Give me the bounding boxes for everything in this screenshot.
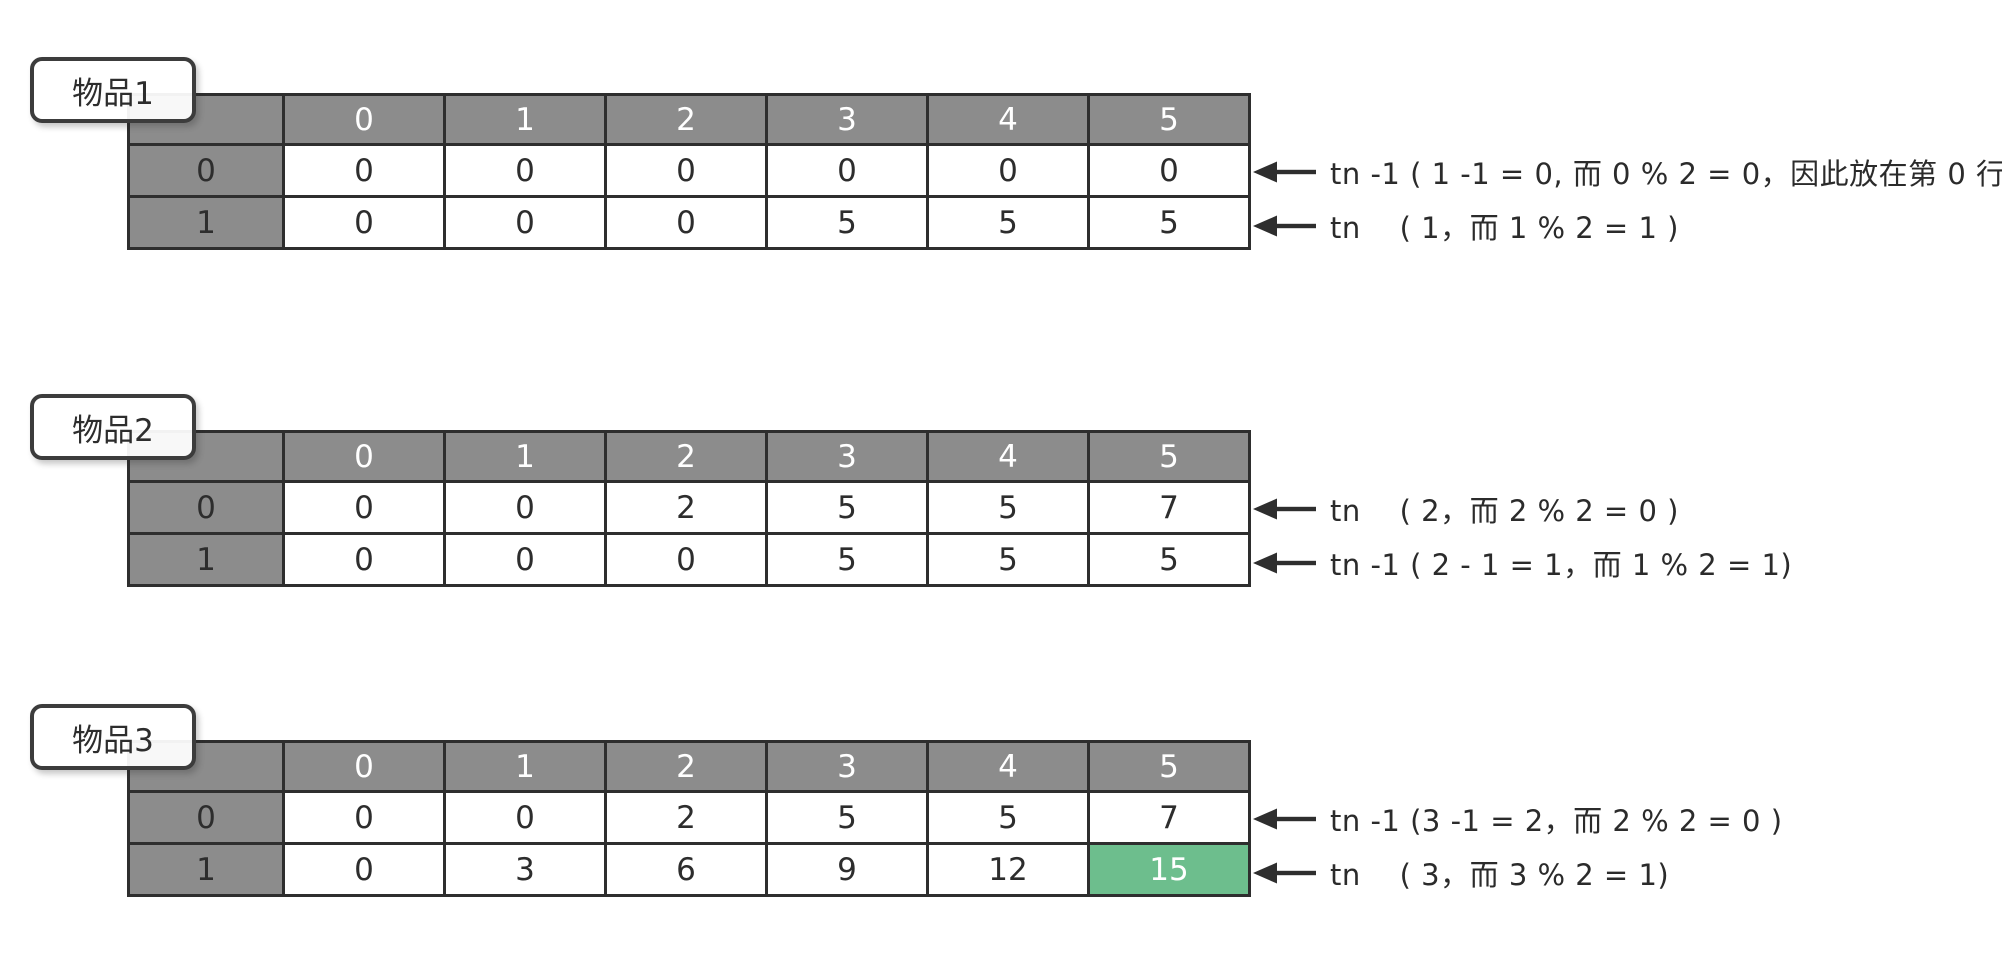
table-cell: 5 (765, 480, 929, 535)
column-header: 4 (926, 430, 1090, 483)
table-cell: 0 (443, 143, 607, 198)
table-cell: 0 (282, 532, 446, 587)
table-cell: 0 (282, 790, 446, 845)
table-cell: 6 (604, 842, 768, 897)
item-label: 物品3 (72, 722, 154, 759)
column-header: 1 (443, 93, 607, 146)
column-header: 1 (443, 740, 607, 793)
arrow-left-icon (1253, 215, 1316, 237)
table-cell: 7 (1087, 790, 1251, 845)
row-annotation: tn -1 (3 -1 = 2，而 2 % 2 = 0 ) (1252, 799, 1783, 839)
table-cell: 5 (926, 790, 1090, 845)
table-cell: 2 (604, 790, 768, 845)
column-header: 1 (443, 430, 607, 483)
table-cell: 0 (282, 480, 446, 535)
arrow-left-icon (1253, 498, 1316, 520)
highlighted-cell: 15 (1087, 842, 1251, 897)
arrow-left-icon (1253, 552, 1316, 574)
table-cell: 5 (1087, 532, 1251, 587)
annotation-text: tn ( 1，而 1 % 2 = 1 ) (1330, 211, 1679, 245)
column-header: 2 (604, 740, 768, 793)
column-header: 3 (765, 740, 929, 793)
item-label: 物品1 (72, 75, 154, 112)
table-cell: 0 (282, 143, 446, 198)
table-cell: 5 (926, 532, 1090, 587)
table-cell: 0 (282, 842, 446, 897)
row-header: 1 (127, 842, 285, 897)
table-cell: 7 (1087, 480, 1251, 535)
table-cell: 0 (1087, 143, 1251, 198)
row-annotation: tn ( 3，而 3 % 2 = 1) (1252, 853, 1669, 893)
table-cell: 2 (604, 480, 768, 535)
table-cell: 0 (604, 532, 768, 587)
row-header: 1 (127, 532, 285, 587)
annotation-text: tn -1 ( 2 - 1 = 1，而 1 % 2 = 1) (1330, 548, 1793, 582)
table-cell: 0 (443, 195, 607, 250)
table-cell: 0 (604, 143, 768, 198)
arrow-left-icon (1253, 161, 1316, 183)
item-label-box: 物品2 (30, 394, 196, 460)
column-header: 2 (604, 93, 768, 146)
table-cell: 5 (1087, 195, 1251, 250)
annotation-text: tn -1 ( 1 -1 = 0, 而 0 % 2 = 0，因此放在第 0 行，… (1330, 157, 2002, 191)
annotation-text: tn -1 (3 -1 = 2，而 2 % 2 = 0 ) (1330, 804, 1783, 838)
table-cell: 5 (765, 790, 929, 845)
column-header: 5 (1087, 430, 1251, 483)
item-label-box: 物品3 (30, 704, 196, 770)
column-header: 4 (926, 93, 1090, 146)
row-annotation: tn -1 ( 2 - 1 = 1，而 1 % 2 = 1) (1252, 543, 1792, 583)
table-cell: 5 (926, 195, 1090, 250)
table-cell: 12 (926, 842, 1090, 897)
annotation-text: tn ( 2，而 2 % 2 = 0 ) (1330, 494, 1679, 528)
column-header: 0 (282, 93, 446, 146)
row-annotation: tn -1 ( 1 -1 = 0, 而 0 % 2 = 0，因此放在第 0 行，… (1252, 152, 2002, 192)
row-header: 0 (127, 790, 285, 845)
column-header: 5 (1087, 740, 1251, 793)
column-header: 5 (1087, 93, 1251, 146)
item-label: 物品2 (72, 412, 154, 449)
column-header: 3 (765, 430, 929, 483)
row-annotation: tn ( 2，而 2 % 2 = 0 ) (1252, 489, 1679, 529)
column-header: 0 (282, 740, 446, 793)
table-cell: 0 (443, 790, 607, 845)
table-cell: 5 (765, 195, 929, 250)
item-label-box: 物品1 (30, 57, 196, 123)
annotation-text: tn ( 3，而 3 % 2 = 1) (1330, 858, 1670, 892)
table-cell: 9 (765, 842, 929, 897)
table-cell: 0 (443, 480, 607, 535)
table-cell: 0 (765, 143, 929, 198)
table-cell: 0 (282, 195, 446, 250)
table-cell: 0 (604, 195, 768, 250)
column-header: 2 (604, 430, 768, 483)
table-cell: 3 (443, 842, 607, 897)
column-header: 0 (282, 430, 446, 483)
row-header: 0 (127, 480, 285, 535)
row-annotation: tn ( 1，而 1 % 2 = 1 ) (1252, 206, 1679, 246)
arrow-left-icon (1253, 862, 1316, 884)
arrow-left-icon (1253, 808, 1316, 830)
table-cell: 5 (765, 532, 929, 587)
table-cell: 0 (443, 532, 607, 587)
row-header: 0 (127, 143, 285, 198)
column-header: 4 (926, 740, 1090, 793)
row-header: 1 (127, 195, 285, 250)
column-header: 3 (765, 93, 929, 146)
table-cell: 5 (926, 480, 1090, 535)
table-cell: 0 (926, 143, 1090, 198)
